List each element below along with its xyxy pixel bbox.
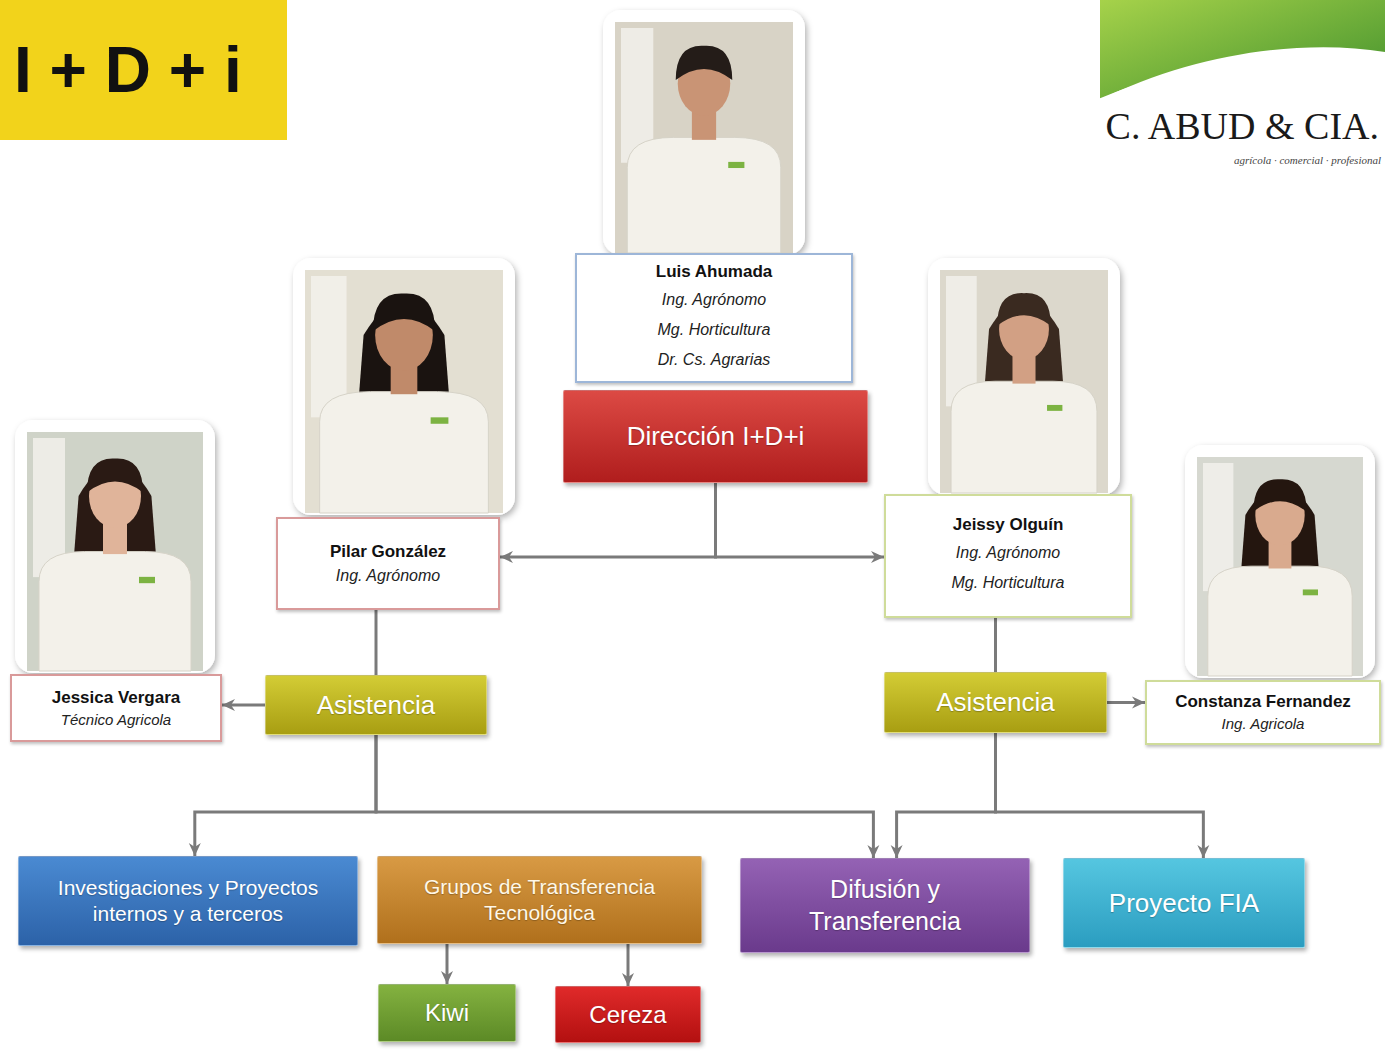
photo-frame [293, 258, 515, 515]
unit-box: Grupos de Transferencia Tecnológica [377, 856, 702, 944]
person-card: Jessica VergaraTécnico Agricola [10, 674, 222, 742]
node-subtitle: Ing. Agricola [1222, 715, 1305, 734]
photo-hair-top [997, 293, 1051, 326]
title-panel: I + D + i [0, 0, 287, 140]
org-connector [195, 735, 376, 856]
org-connector [1107, 701, 1145, 704]
photo-background [940, 270, 1108, 493]
logo-swoosh-shape [1100, 0, 1385, 100]
node-heading: Jessica Vergara [52, 687, 181, 708]
unit-box: Proyecto FIA [1063, 858, 1305, 948]
photo-badge [139, 577, 155, 583]
org-connector [222, 704, 265, 707]
staff-photo [15, 420, 215, 673]
person-card: Jeissy OlguínIng. Agrónomo Mg. Horticult… [884, 494, 1132, 618]
logo-swoosh-line [1100, 55, 1385, 100]
node-heading: Difusión y Transferencia [751, 874, 1019, 937]
photo-shirt [627, 137, 781, 253]
node-heading: Jeissy Olguín [953, 514, 1064, 535]
org-connector [996, 733, 1204, 858]
node-heading: Asistencia [936, 686, 1055, 719]
node-heading: Kiwi [425, 998, 469, 1028]
staff-photo [928, 258, 1120, 495]
node-heading: Constanza Fernandez [1175, 691, 1351, 712]
node-heading: Proyecto FIA [1109, 887, 1259, 920]
org-connector [500, 483, 716, 557]
org-connector [446, 944, 449, 984]
photo-shirt [951, 381, 1097, 493]
unit-box: Asistencia [884, 672, 1107, 733]
unit-box: Cereza [555, 986, 701, 1043]
photo-badge [1303, 589, 1318, 595]
node-subtitle: Ing. Agrónomo Mg. Horticultura [944, 538, 1072, 598]
photo-badge [1047, 405, 1062, 411]
photo-frame [15, 420, 215, 673]
photo-frame [603, 10, 805, 255]
node-heading: Cereza [589, 1000, 666, 1030]
photo-background [27, 432, 203, 671]
photo-hair-top [1253, 479, 1306, 511]
staff-photo [293, 258, 515, 515]
org-connector [716, 483, 885, 557]
node-heading: Luis Ahumada [656, 261, 773, 282]
photo-shirt [39, 552, 191, 671]
org-connector [375, 610, 378, 675]
node-heading: Pilar González [330, 541, 446, 562]
photo-background [305, 270, 503, 513]
unit-box: Asistencia [265, 675, 487, 735]
org-connector [376, 735, 873, 858]
photo-hair-top [373, 294, 435, 332]
photo-hair-top [676, 46, 733, 80]
unit-box: Investigaciones y Proyectos internos y a… [18, 856, 358, 946]
photo-background [615, 22, 793, 253]
photo-frame [1185, 445, 1375, 678]
diagram-title: I + D + i [14, 33, 242, 107]
node-heading: Asistencia [317, 689, 436, 722]
company-logo-name: C. ABUD & CIA. [1106, 104, 1379, 148]
org-connector [994, 618, 997, 672]
photo-hair-top [87, 458, 143, 492]
person-card: Luis AhumadaIng. Agrónomo Mg. Horticultu… [575, 253, 853, 383]
person-card: Constanza FernandezIng. Agricola [1145, 680, 1381, 745]
node-subtitle: Ing. Agrónomo [336, 566, 440, 586]
photo-background [1197, 457, 1363, 676]
photo-shirt [320, 392, 489, 513]
org-connector [897, 733, 996, 858]
staff-photo [603, 10, 805, 255]
node-heading: Grupos de Transferencia Tecnológica [388, 874, 691, 927]
node-subtitle: Técnico Agricola [61, 711, 171, 730]
node-heading: Investigaciones y Proyectos internos y a… [29, 875, 347, 928]
unit-box: Kiwi [378, 984, 516, 1042]
photo-frame [928, 258, 1120, 495]
photo-shirt [1208, 566, 1352, 676]
node-subtitle: Ing. Agrónomo Mg. Horticultura Dr. Cs. A… [650, 285, 778, 375]
photo-badge [431, 417, 449, 423]
person-card: Pilar GonzálezIng. Agrónomo [276, 517, 500, 610]
photo-badge [728, 162, 744, 168]
staff-photo [1185, 445, 1375, 678]
company-logo-tagline: agrícola · comercial · profesional [1234, 154, 1381, 166]
org-connector [627, 944, 630, 986]
unit-box: Difusión y Transferencia [740, 858, 1030, 953]
logo-swoosh [1100, 0, 1385, 100]
node-heading: Dirección I+D+i [627, 420, 805, 453]
unit-box: Dirección I+D+i [563, 390, 868, 483]
